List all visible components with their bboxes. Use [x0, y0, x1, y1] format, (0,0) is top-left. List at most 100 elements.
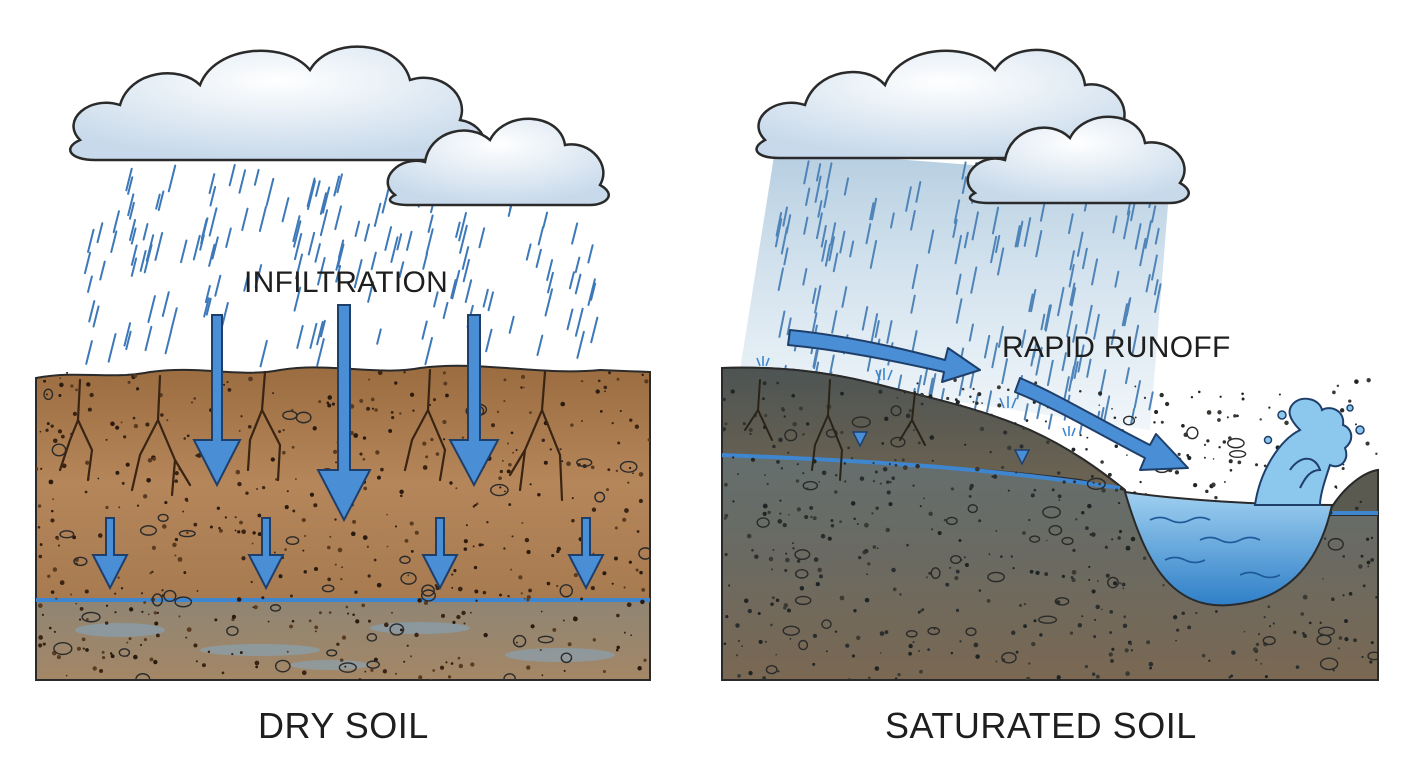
soil-speck [1243, 630, 1246, 633]
soil-speck [367, 619, 372, 623]
rain-streak [1131, 324, 1140, 355]
rain-streak [831, 310, 838, 334]
soil-speck [1259, 418, 1262, 421]
soil-speck [61, 463, 67, 469]
soil-speck [76, 646, 81, 651]
rain-streak [1069, 282, 1076, 306]
rain-streak [910, 209, 916, 231]
soil-speck [1143, 396, 1147, 400]
soil-speck [1375, 452, 1378, 455]
rain-streak [1154, 227, 1160, 245]
rain-streak [1134, 223, 1142, 250]
rain-streak [459, 224, 468, 254]
rain-streak [574, 307, 584, 337]
soil-speck [912, 484, 915, 487]
rain-streak [319, 209, 329, 237]
rain-streak [125, 330, 132, 351]
soil-speck [270, 457, 275, 462]
soil-speck [928, 511, 933, 516]
soil-speck [457, 586, 463, 592]
soil-speck [1071, 447, 1076, 452]
soil-speck [1370, 557, 1375, 562]
soil-speck [810, 515, 813, 519]
soil-speck [153, 611, 157, 615]
soil-speck [261, 485, 266, 490]
soil-speck [241, 529, 246, 535]
soil-speck [1088, 565, 1091, 569]
pebble [53, 642, 73, 656]
soil-speck [992, 474, 998, 479]
rain-streak [1023, 217, 1032, 247]
soil-speck [1035, 570, 1040, 576]
soil-speck [340, 577, 343, 581]
dry-percolation-arrows [91, 517, 605, 591]
soil-speck [256, 488, 258, 490]
soil-speck [328, 611, 332, 614]
soil-speck [245, 491, 249, 495]
rain-streak [147, 295, 156, 324]
soil-speck [789, 638, 792, 640]
soil-speck [1046, 539, 1048, 542]
soil-speck [457, 656, 461, 660]
soil-speck [1029, 569, 1034, 574]
soil-speck [257, 513, 262, 518]
soil-speck [174, 479, 179, 483]
soil-speck [41, 613, 45, 616]
rain-streak [963, 231, 969, 249]
soil-speck [178, 615, 181, 618]
rain-streak [363, 223, 370, 242]
soil-speck [253, 605, 258, 610]
pebble [927, 626, 941, 636]
soil-speck [1000, 555, 1003, 559]
soil-speck [604, 390, 606, 393]
soil-speck [240, 415, 243, 418]
rain-streak [161, 291, 170, 318]
soil-speck [224, 516, 228, 519]
soil-speck [1028, 518, 1031, 522]
soil-speck [1079, 434, 1082, 437]
soil-speck [160, 413, 164, 417]
pebble [338, 662, 357, 673]
soil-speck [499, 593, 502, 597]
soil-speck [920, 402, 924, 406]
rain-streak [829, 354, 835, 376]
rain-streak [811, 312, 818, 333]
rain-streak [85, 340, 93, 365]
soil-speck [647, 438, 650, 442]
rain-streak [1144, 220, 1152, 249]
soil-speck [954, 398, 958, 401]
soil-speck [57, 544, 60, 547]
soil-speck [238, 429, 241, 432]
soil-speck [195, 660, 198, 663]
soil-speck [193, 522, 198, 527]
rain-streak [774, 218, 783, 248]
soil-speck [902, 465, 908, 471]
soil-speck [507, 442, 510, 445]
rain-streak [200, 218, 208, 240]
soil-speck [161, 524, 167, 529]
soil-speck [114, 592, 117, 595]
soil-speck [1086, 436, 1089, 439]
soil-speck [463, 547, 468, 551]
pebble [945, 516, 958, 526]
soil-speck [1104, 545, 1108, 549]
soil-speck [850, 456, 854, 460]
soil-speck [864, 597, 870, 603]
soil-speck [1295, 665, 1300, 669]
soil-speck [571, 518, 575, 523]
soil-speck [638, 498, 643, 504]
soil-speck [629, 418, 633, 422]
soil-speck [770, 623, 773, 627]
soil-speck [1019, 444, 1024, 449]
soil-speck [85, 648, 89, 652]
soil-speck [294, 478, 297, 481]
rain-streak [1151, 254, 1158, 281]
soil-speck [906, 543, 909, 547]
rain-streak [1067, 213, 1074, 235]
soil-speck [526, 549, 531, 555]
soil-speck [1367, 565, 1370, 568]
saturated-water-table-line [721, 453, 1378, 515]
soil-speck [510, 568, 513, 571]
soil-speck [1192, 482, 1198, 488]
soil-speck [118, 506, 121, 509]
